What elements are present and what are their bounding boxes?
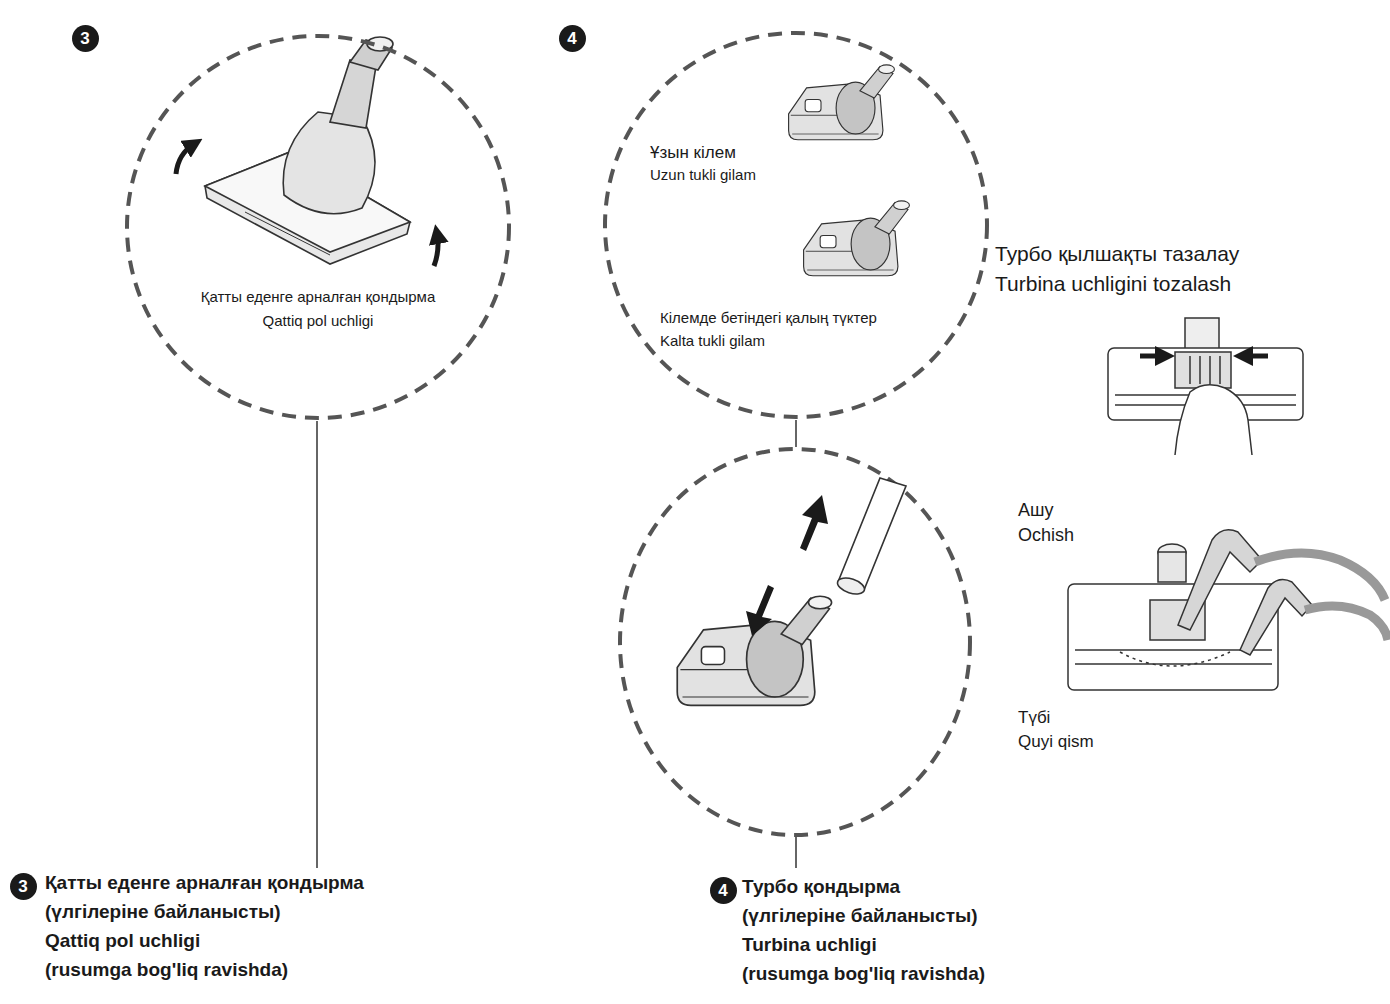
- rotation-arrow: [434, 234, 438, 266]
- press-arrow: [1140, 354, 1165, 359]
- circle-caption: Kalta tukli gilam: [660, 332, 765, 349]
- dashed-circle: [620, 449, 970, 835]
- nozzle-edge: [245, 212, 330, 255]
- circle-caption: Кілемде бетіндегі қалың түктер: [660, 309, 877, 326]
- callout-number: 3: [10, 873, 37, 900]
- brush-roll: [1120, 652, 1230, 666]
- callout-number: 4: [710, 877, 737, 904]
- circle-caption: Uzun tukli gilam: [650, 166, 756, 183]
- circle-outline: [124, 33, 512, 421]
- text-label: (rusumga bog'liq ravishda): [45, 959, 288, 981]
- nozzle-neck: [330, 60, 376, 128]
- dashed-circle-node: Ұзын кілемUzun tukli gilamКілемде бетінд…: [602, 30, 990, 420]
- pipe-end: [836, 575, 867, 597]
- text-label: Турбо қондырма: [742, 876, 900, 898]
- circle-outline: [602, 30, 990, 420]
- brush-cover: [1175, 352, 1231, 388]
- hard-floor-nozzle: [205, 37, 410, 264]
- neck: [1185, 318, 1219, 350]
- callout-number: 4: [559, 25, 586, 52]
- tool-handle: [1178, 530, 1262, 630]
- pipe-tube: [838, 478, 906, 590]
- leader-line: [795, 420, 797, 447]
- up-arrow: [800, 495, 828, 551]
- turbo-nozzle: [677, 596, 831, 705]
- text-label: (үлгілеріне байланысты): [45, 901, 281, 923]
- dashed-circle-node: Қатты еденге арналған қондырмаQattiq pol…: [124, 33, 512, 421]
- neck: [1158, 552, 1186, 582]
- text-label: (rusumga bog'liq ravishda): [742, 963, 985, 985]
- circle-caption: Қатты еденге арналған қондырма: [124, 288, 512, 305]
- dashed-circle: [127, 36, 509, 418]
- rotation-arrow: [176, 144, 194, 174]
- turbo-nozzle: [789, 65, 895, 140]
- hand: [1175, 385, 1252, 455]
- brush-cleaning: [1108, 318, 1303, 455]
- text-label: Қатты еденге арналған қондырма: [45, 872, 364, 894]
- turbo-nozzle: [804, 201, 910, 276]
- tool-handle: [1240, 580, 1312, 655]
- bottom-view: [1068, 530, 1388, 690]
- text-label: Quyi qism: [1018, 732, 1094, 752]
- circle-caption: Qattiq pol uchligi: [124, 312, 512, 329]
- down-arrow: [746, 585, 774, 636]
- text-label: Turbina uchligini tozalash: [995, 272, 1231, 296]
- text-label: Turbina uchligi: [742, 934, 877, 956]
- pipe: [836, 478, 906, 597]
- text-label: (үлгілеріне байланысты): [742, 905, 978, 927]
- callout-number: 3: [72, 25, 99, 52]
- plate-line: [1075, 663, 1272, 665]
- press-arrow: [1243, 354, 1268, 359]
- text-label: Ашу: [1018, 500, 1053, 521]
- leader-line: [795, 836, 797, 868]
- text-label: Турбо қылшақты тазалау: [995, 242, 1239, 266]
- dashed-circle: [605, 33, 987, 417]
- text-label: Түбі: [1018, 708, 1050, 728]
- text-label: Ochish: [1018, 525, 1074, 546]
- hose: [1255, 553, 1385, 600]
- circle-caption: Ұзын кілем: [650, 143, 736, 163]
- brush-ribs: [1190, 356, 1220, 384]
- hose: [1305, 606, 1388, 640]
- leader-line: [316, 421, 318, 868]
- text-label: Qattiq pol uchligi: [45, 930, 200, 952]
